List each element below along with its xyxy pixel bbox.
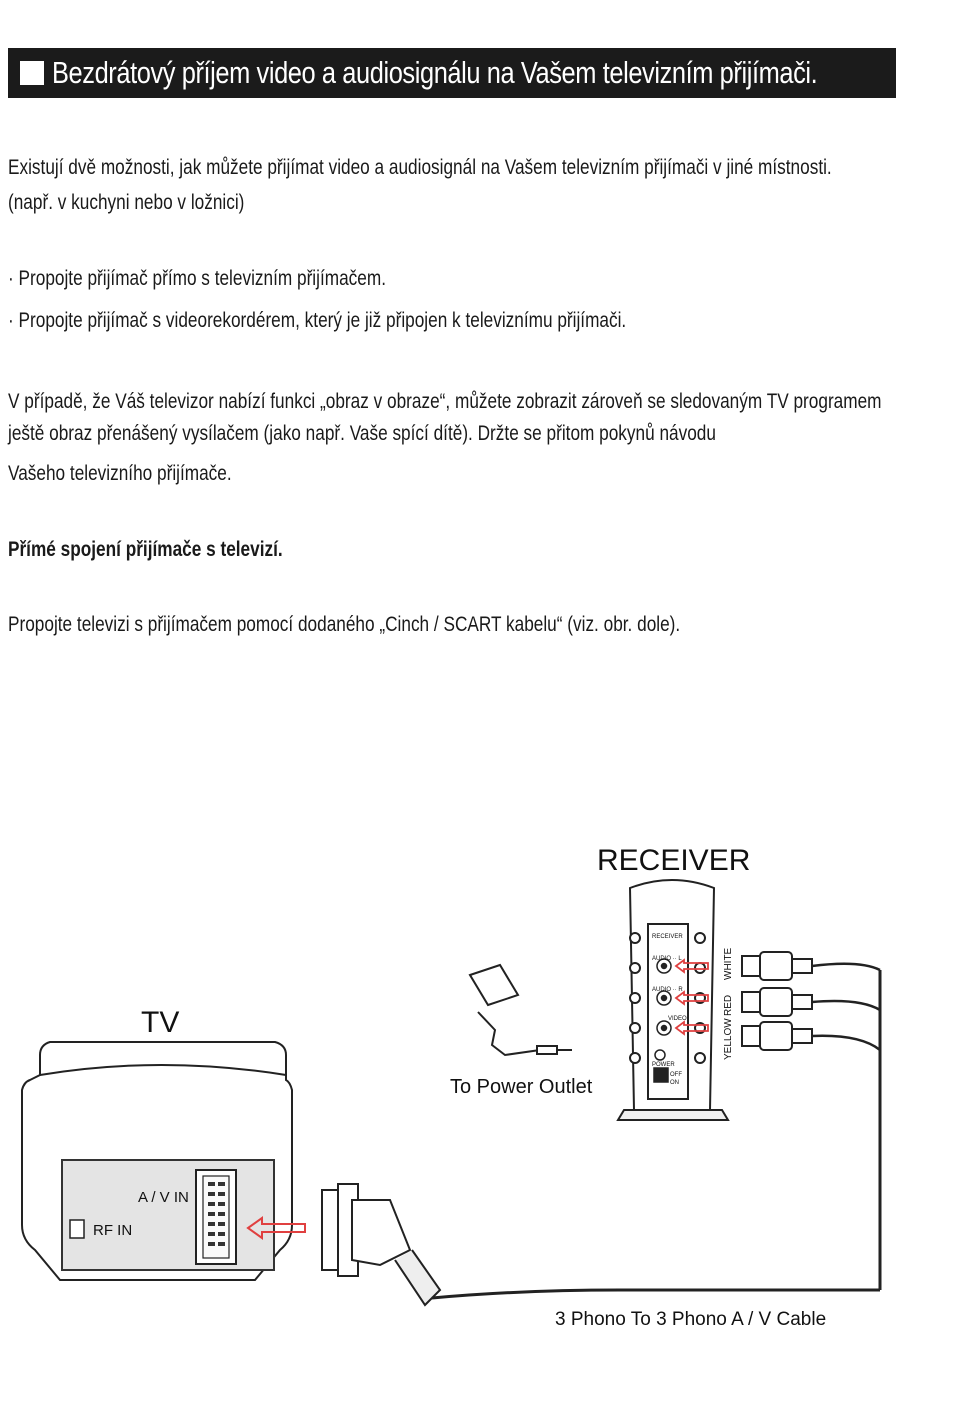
svg-text:RED: RED [723, 995, 734, 1016]
rca-cables [811, 962, 881, 1051]
tv-unit [21, 1041, 293, 1281]
power-adapter-icon [468, 963, 572, 1057]
pip-line-2: ještě obraz přenášený vysílačem (jako na… [8, 422, 716, 445]
header-square-icon [20, 61, 44, 85]
arrow-icon [246, 1216, 306, 1240]
page-header: Bezdrátový příjem video a audiosignálu n… [8, 48, 896, 98]
cable-label: 3 Phono To 3 Phono A / V Cable [555, 1309, 826, 1330]
svg-text:RECEIVER: RECEIVER [652, 934, 683, 940]
option-item-2: · Propojte přijímač s videorekordérem, k… [8, 309, 627, 332]
receiver-arrows [674, 958, 709, 1036]
svg-text:OFF: OFF [670, 1072, 682, 1078]
intro-line-2: (např. v kuchyni nebo v ložnici) [8, 191, 245, 214]
rf-in-label: RF IN [93, 1222, 132, 1239]
tv-label: TV [141, 1006, 179, 1039]
receiver-panel-labels: RECEIVER AUDIO ·· L AUDIO ·· R VIDEO POW… [652, 934, 687, 1086]
svg-text:ON: ON [670, 1080, 679, 1086]
svg-text:WHITE: WHITE [723, 947, 734, 980]
power-outlet-label: To Power Outlet [450, 1076, 593, 1098]
av-in-label: A / V IN [138, 1189, 189, 1206]
option-item-1: · Propojte přijímač přímo s televizním p… [8, 267, 386, 290]
receiver-jacks [653, 958, 672, 1083]
svg-text:YELLOW: YELLOW [723, 1018, 734, 1060]
scart-socket [208, 1182, 225, 1246]
plug-color-labels: WHITE RED YELLOW [723, 947, 734, 1060]
scart-plug [321, 1183, 442, 1307]
pip-line-1: V případě, že Váš televizor nabízí funkc… [8, 390, 882, 413]
connection-diagram: RECEIVER TV To Power Outlet 3 Phono To 3… [21, 844, 882, 1330]
instruction-text: Propojte televizi s přijímačem pomocí do… [8, 613, 681, 636]
section-heading: Přímé spojení přijímače s televizí. [8, 538, 283, 561]
page-title: Bezdrátový příjem video a audiosignálu n… [52, 55, 818, 90]
svg-text:VIDEO: VIDEO [668, 1016, 687, 1022]
svg-text:POWER: POWER [652, 1062, 675, 1068]
rca-plugs [741, 951, 813, 1051]
pip-line-3: Vašeho televizního přijímače. [8, 462, 232, 485]
svg-text:AUDIO ·· L: AUDIO ·· L [652, 956, 682, 962]
svg-text:AUDIO ·· R: AUDIO ·· R [652, 987, 683, 993]
intro-line-1: Existují dvě možnosti, jak můžete přijím… [8, 156, 832, 179]
receiver-label: RECEIVER [597, 844, 750, 877]
av-cable [431, 1288, 880, 1300]
